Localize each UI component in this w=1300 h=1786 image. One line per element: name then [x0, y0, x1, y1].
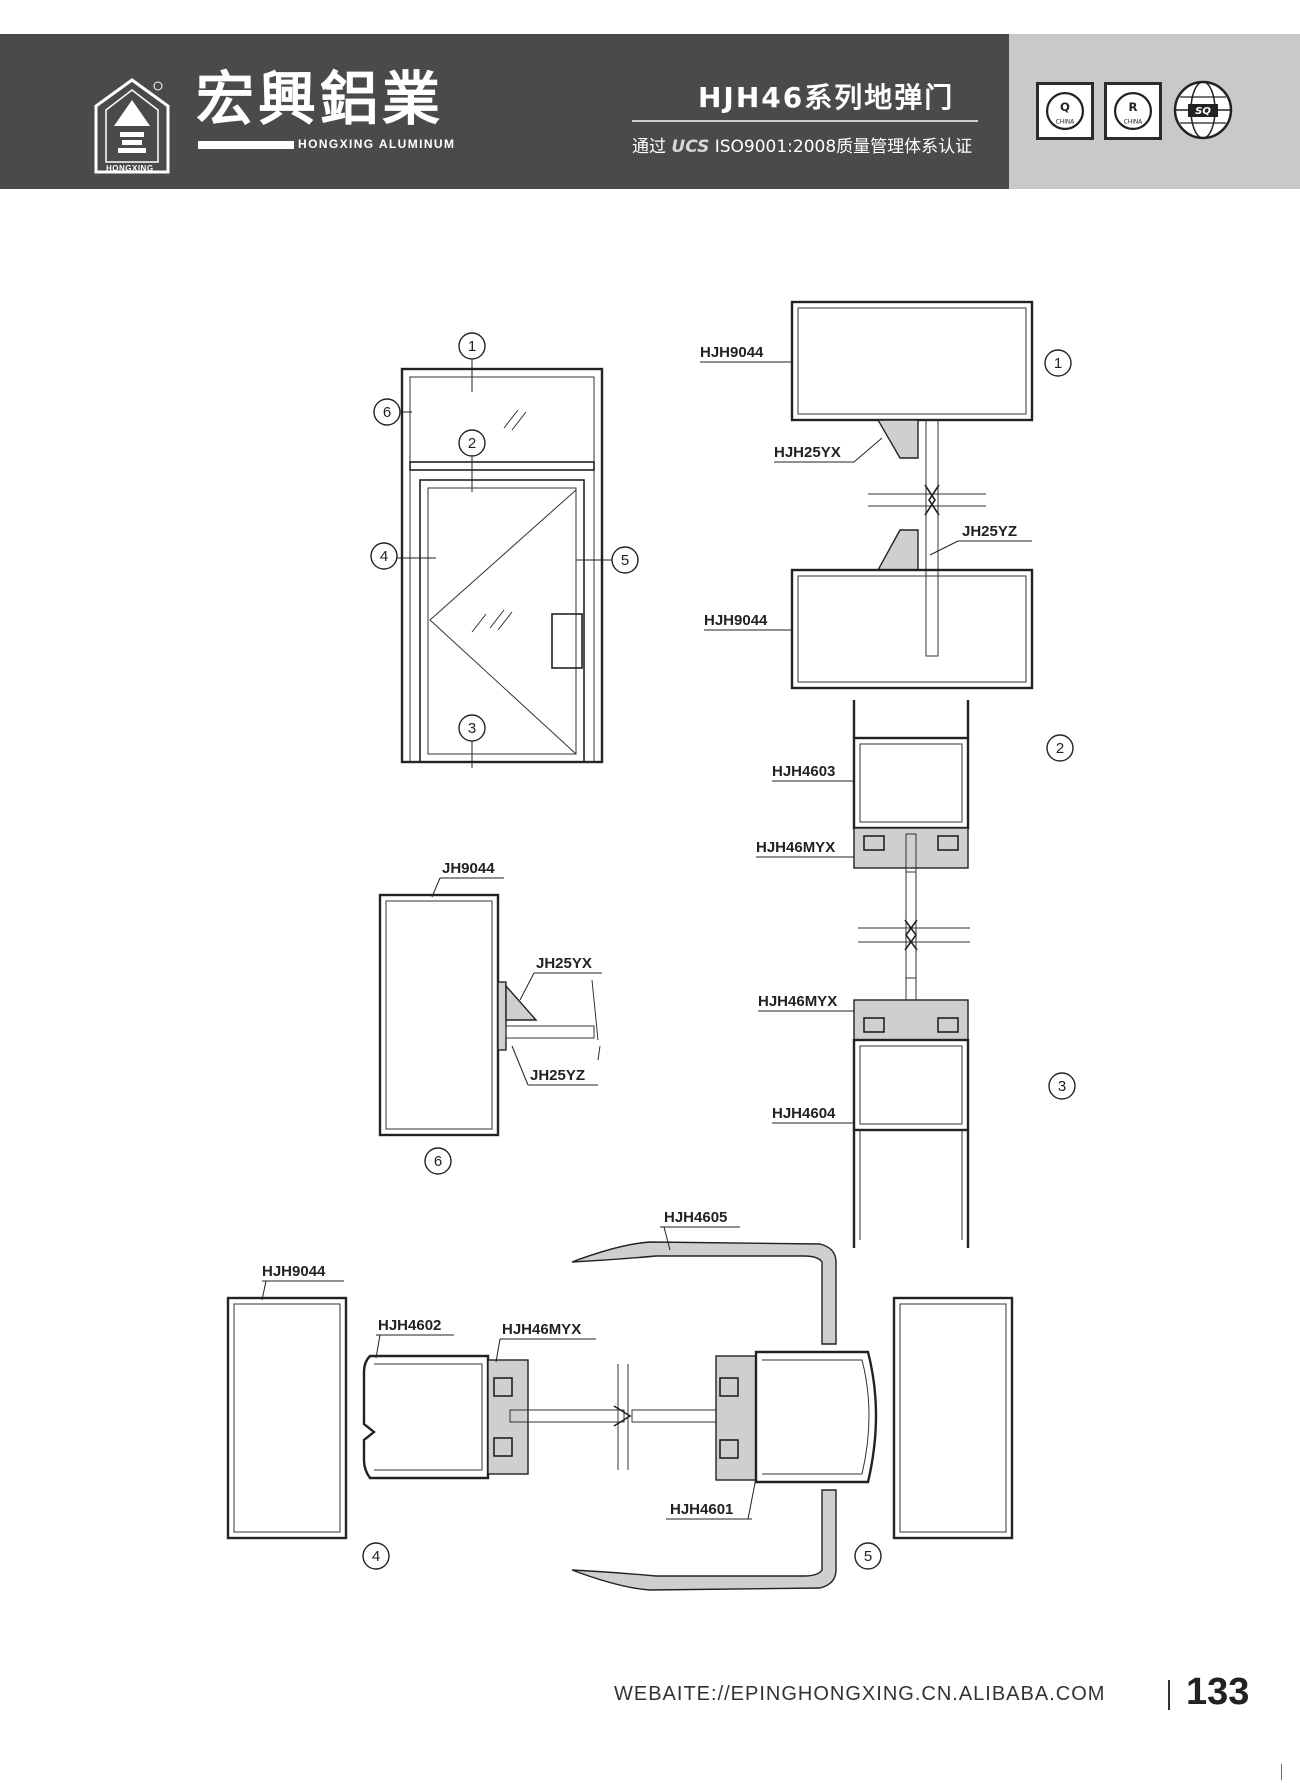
marker-2-detail-text: 2 — [1056, 740, 1064, 757]
hjh4601-profile — [754, 1350, 878, 1484]
jh25yz-profile — [876, 529, 919, 571]
brand-name: 宏興鋁業 — [196, 65, 445, 133]
door-leaf-inner — [427, 487, 577, 755]
glass-panel-1 — [925, 419, 939, 657]
door-leaf — [419, 479, 585, 763]
lock-box — [551, 613, 583, 669]
label-hjh4601: HJH4601 — [670, 1501, 733, 1518]
logo-mark-text: HONGXING — [106, 164, 154, 173]
badge-q-letter: Q — [1060, 100, 1070, 114]
marker-1-detail — [1044, 349, 1072, 377]
label-hjh9044-bottom-left: HJH9044 — [262, 1263, 326, 1280]
marker-2-detail — [1046, 734, 1074, 762]
hjh4605-bottom-profile — [571, 1489, 837, 1591]
brand-subtitle: HONGXING ALUMINUM — [298, 137, 456, 151]
badge-r-caption: CHINA — [1124, 120, 1142, 126]
hjh4605-top-profile — [571, 1241, 837, 1345]
badge-q-caption: CHINA — [1056, 120, 1074, 126]
marker-2 — [458, 429, 486, 457]
outer-frame — [400, 367, 604, 764]
label-hjh46myx-bottom-row: HJH46MYX — [502, 1321, 581, 1338]
marker-6-text: 6 — [383, 404, 391, 421]
label-hjh46myx-bottom: HJH46MYX — [758, 993, 837, 1010]
marker-4 — [370, 542, 398, 570]
label-hjh4604: HJH4604 — [772, 1105, 836, 1122]
cert-suffix: ISO9001:2008质量管理体系认证 — [714, 137, 973, 157]
opening-direction-lines — [429, 489, 577, 755]
section-3-detail: HJH46MYX HJH4604 3 — [758, 977, 1076, 1248]
marker-1-detail-text: 1 — [1054, 355, 1062, 372]
section-2-detail: HJH4603 HJH46MYX 2 — [756, 700, 1074, 979]
marker-6-detail-text: 6 — [434, 1153, 442, 1170]
corner-tick — [1281, 1764, 1282, 1780]
marker-6 — [373, 398, 401, 426]
marker-4-text: 4 — [380, 548, 388, 565]
label-hjh9044-top: HJH9044 — [700, 344, 764, 361]
brand-underline — [198, 141, 294, 149]
marker-5-text: 5 — [621, 552, 629, 569]
section-1-detail: HJH9044 HJH25YX JH25YZ HJH9044 1 — [700, 300, 1072, 690]
label-hjh25yx: HJH25YX — [774, 444, 841, 461]
label-jh25yz: JH25YZ — [962, 523, 1017, 540]
label-hjh4605: HJH4605 — [664, 1209, 727, 1226]
marker-4-detail-text: 4 — [372, 1548, 380, 1565]
quality-cert-badge-icon: Q CHINA — [1036, 82, 1094, 140]
jh25yx-section-profile — [505, 984, 538, 1021]
label-hjh9044-bottom: HJH9044 — [704, 612, 768, 629]
glass-panel-45-left — [509, 1409, 625, 1423]
marker-3-detail-text: 3 — [1058, 1078, 1066, 1095]
marker-5-detail — [854, 1542, 882, 1570]
marker-3-text: 3 — [468, 720, 476, 737]
page-number: 133 — [1186, 1671, 1250, 1713]
cert-prefix: 通过 — [632, 137, 666, 157]
marker-1 — [458, 332, 486, 360]
marker-5-detail-text: 5 — [864, 1548, 872, 1565]
hongxing-logo-icon — [94, 78, 170, 174]
footer-separator — [1168, 1680, 1170, 1710]
header-divider — [632, 120, 978, 122]
label-hjh4603: HJH4603 — [772, 763, 835, 780]
hjh25yx-profile — [876, 419, 919, 459]
glass-panel-6 — [505, 1025, 595, 1039]
marker-6-detail — [424, 1147, 452, 1175]
marker-2-text: 2 — [468, 435, 476, 452]
badge-r-letter: R — [1129, 100, 1138, 114]
marker-4-detail — [362, 1542, 390, 1570]
label-jh25yx-6: JH25YX — [536, 955, 592, 972]
series-title: HJH46系列地弹门 — [698, 81, 955, 114]
label-jh9044: JH9044 — [442, 860, 495, 877]
footer-website: WEBAITE://EPINGHONGXING.CN.ALIBABA.COM — [614, 1683, 1106, 1705]
outer-frame-inner — [409, 376, 595, 763]
registration-cert-badge-icon: R CHINA — [1104, 82, 1162, 140]
hjh4602-profile — [362, 1354, 490, 1480]
marker-3 — [458, 714, 486, 742]
label-hjh46myx-top: HJH46MYX — [756, 839, 835, 856]
badge-globe-letters: SQ — [1195, 106, 1211, 117]
door-elevation: 1 6 2 4 5 3 — [370, 332, 639, 768]
marker-3-detail — [1048, 1072, 1076, 1100]
page-header: HONGXING 宏興鋁業 HONGXING ALUMINUM HJH46系列地… — [0, 34, 1300, 189]
marker-1-text: 1 — [468, 338, 476, 355]
transom-bar — [409, 461, 595, 471]
label-hjh4602: HJH4602 — [378, 1317, 441, 1334]
section-6-detail: JH9044 JH25YX JH25YZ 6 — [378, 860, 602, 1175]
cert-brand: UCS — [671, 137, 710, 157]
label-jh25yz-6: JH25YZ — [530, 1067, 585, 1084]
globe-cert-badge-icon: SQ — [1173, 80, 1233, 140]
marker-5 — [611, 546, 639, 574]
section-4-5-detail: HJH9044 HJH4602 HJH46MYX HJH4605 HJH4601… — [226, 1209, 1014, 1591]
certification-text: 通过 UCS ISO9001:2008质量管理体系认证 — [632, 132, 972, 157]
